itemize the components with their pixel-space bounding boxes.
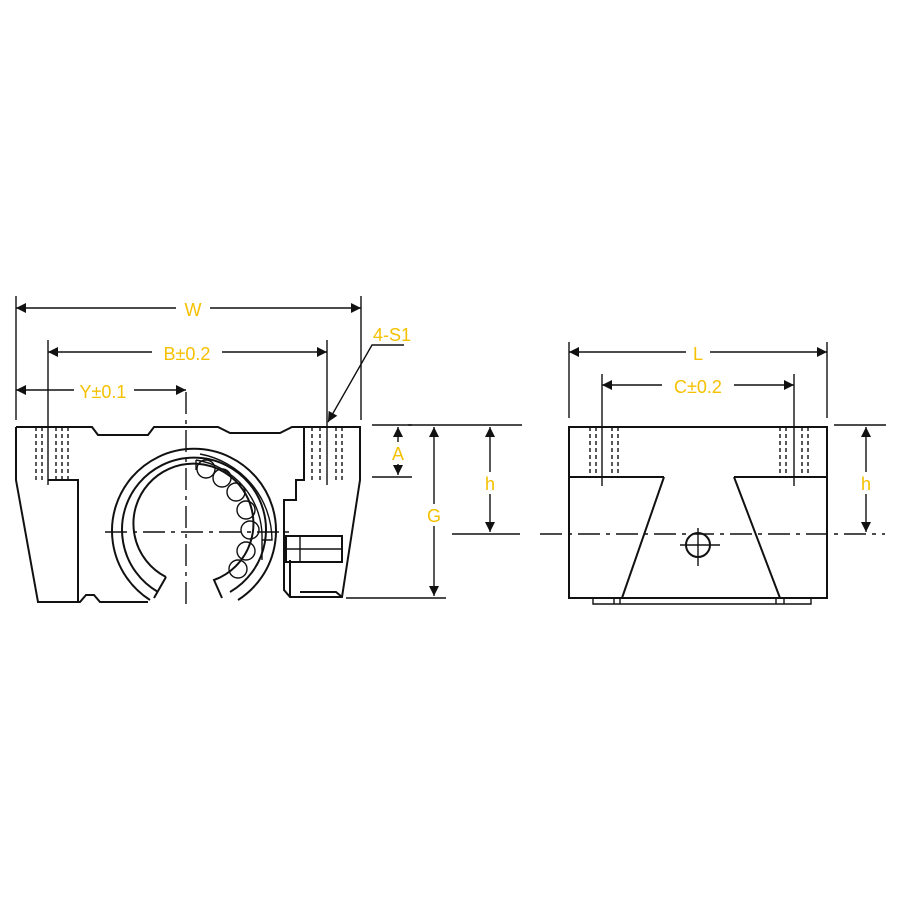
label-S1: 4-S1 bbox=[373, 325, 411, 345]
label-A: A bbox=[392, 444, 404, 464]
label-h-side: h bbox=[861, 474, 871, 494]
bearing-outer-ring bbox=[111, 447, 277, 601]
label-B: B±0.2 bbox=[164, 344, 211, 364]
side-dimensions bbox=[568, 342, 886, 532]
dim-S1-leader bbox=[327, 344, 404, 423]
side-base-strip bbox=[592, 598, 812, 605]
side-hidden-holes bbox=[589, 427, 809, 477]
side-view bbox=[540, 426, 885, 605]
side-body-outline bbox=[568, 426, 828, 599]
label-h-front: h bbox=[485, 474, 495, 494]
label-Y: Y±0.1 bbox=[80, 382, 127, 402]
label-W: W bbox=[185, 300, 202, 320]
bearing-inner-ring bbox=[132, 462, 255, 599]
front-housing-right-block bbox=[296, 427, 305, 481]
label-L: L bbox=[693, 344, 703, 364]
front-housing-left-body bbox=[15, 427, 148, 603]
front-housing-right-lower bbox=[289, 560, 343, 598]
bearing-balls bbox=[196, 459, 260, 579]
front-dimensions bbox=[15, 296, 522, 599]
side-slot-left bbox=[621, 476, 665, 599]
side-slot-right bbox=[733, 476, 781, 599]
label-C: C±0.2 bbox=[674, 377, 722, 397]
bearing-mid-ring bbox=[121, 456, 267, 593]
front-housing-left-block bbox=[48, 479, 79, 602]
front-view bbox=[15, 392, 361, 605]
set-screw bbox=[285, 535, 343, 563]
front-hidden-holes bbox=[35, 427, 343, 480]
label-G: G bbox=[427, 506, 441, 526]
front-housing-outline bbox=[16, 426, 361, 598]
